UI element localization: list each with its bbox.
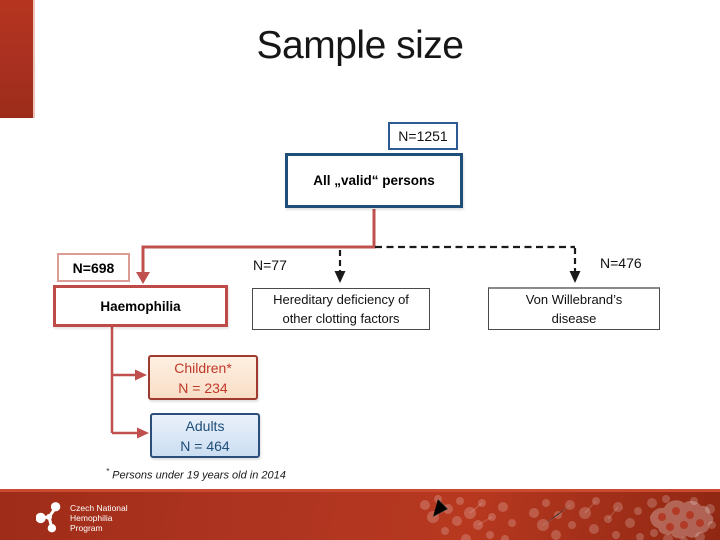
hereditary-line2: other clotting factors bbox=[282, 311, 400, 326]
adults-count: N = 464 bbox=[180, 437, 230, 454]
hereditary-count-label: N=77 bbox=[253, 257, 287, 273]
vwd-count-label: N=476 bbox=[600, 255, 642, 271]
haemophilia-label: Haemophilia bbox=[100, 298, 181, 314]
chnp-logo-icon bbox=[36, 502, 61, 533]
arrowhead-haemophilia bbox=[136, 272, 150, 284]
total-count-box: N=1251 bbox=[388, 122, 458, 150]
haemophilia-box: Haemophilia bbox=[53, 285, 228, 327]
arrowhead-children bbox=[135, 369, 147, 381]
arrowhead-vwd bbox=[569, 271, 581, 283]
footnote-text: Persons under 19 years old in 2014 bbox=[109, 469, 286, 482]
logo-line3: Program bbox=[70, 523, 103, 533]
slide-title: Sample size bbox=[256, 24, 464, 67]
footer-molecule-pattern bbox=[420, 495, 716, 540]
arrowhead-adults bbox=[137, 427, 149, 439]
footnote-marker: * bbox=[106, 467, 110, 476]
adults-label: Adults bbox=[185, 417, 225, 434]
hereditary-deficiency-box: Hereditary deficiency of other clotting … bbox=[252, 288, 430, 330]
hereditary-line1: Hereditary deficiency of bbox=[273, 292, 409, 307]
all-valid-persons-box: All „valid“ persons bbox=[285, 153, 463, 208]
logo-line2: Hemophilia bbox=[70, 513, 113, 523]
haemophilia-count-box: N=698 bbox=[57, 253, 130, 282]
vwd-line1: Von Willebrand’s bbox=[525, 292, 623, 307]
haemophilia-count-label: N=698 bbox=[72, 259, 115, 276]
children-count: N = 234 bbox=[178, 379, 228, 396]
arrowhead-hereditary bbox=[334, 271, 346, 283]
logo-line1: Czech National bbox=[70, 503, 128, 513]
von-willebrand-box: Von Willebrand’s disease bbox=[488, 287, 660, 330]
adults-box: Adults N = 464 bbox=[150, 413, 260, 458]
all-valid-persons-label: All „valid“ persons bbox=[313, 173, 435, 188]
children-label: Children* bbox=[174, 359, 232, 376]
footnote: * Persons under 19 years old in 2014 bbox=[106, 467, 286, 482]
total-count-label: N=1251 bbox=[398, 128, 448, 144]
vwd-line2: disease bbox=[551, 311, 597, 326]
left-accent-bar bbox=[0, 0, 35, 118]
czech-map-silhouette bbox=[650, 500, 714, 539]
children-box: Children* N = 234 bbox=[148, 355, 258, 400]
